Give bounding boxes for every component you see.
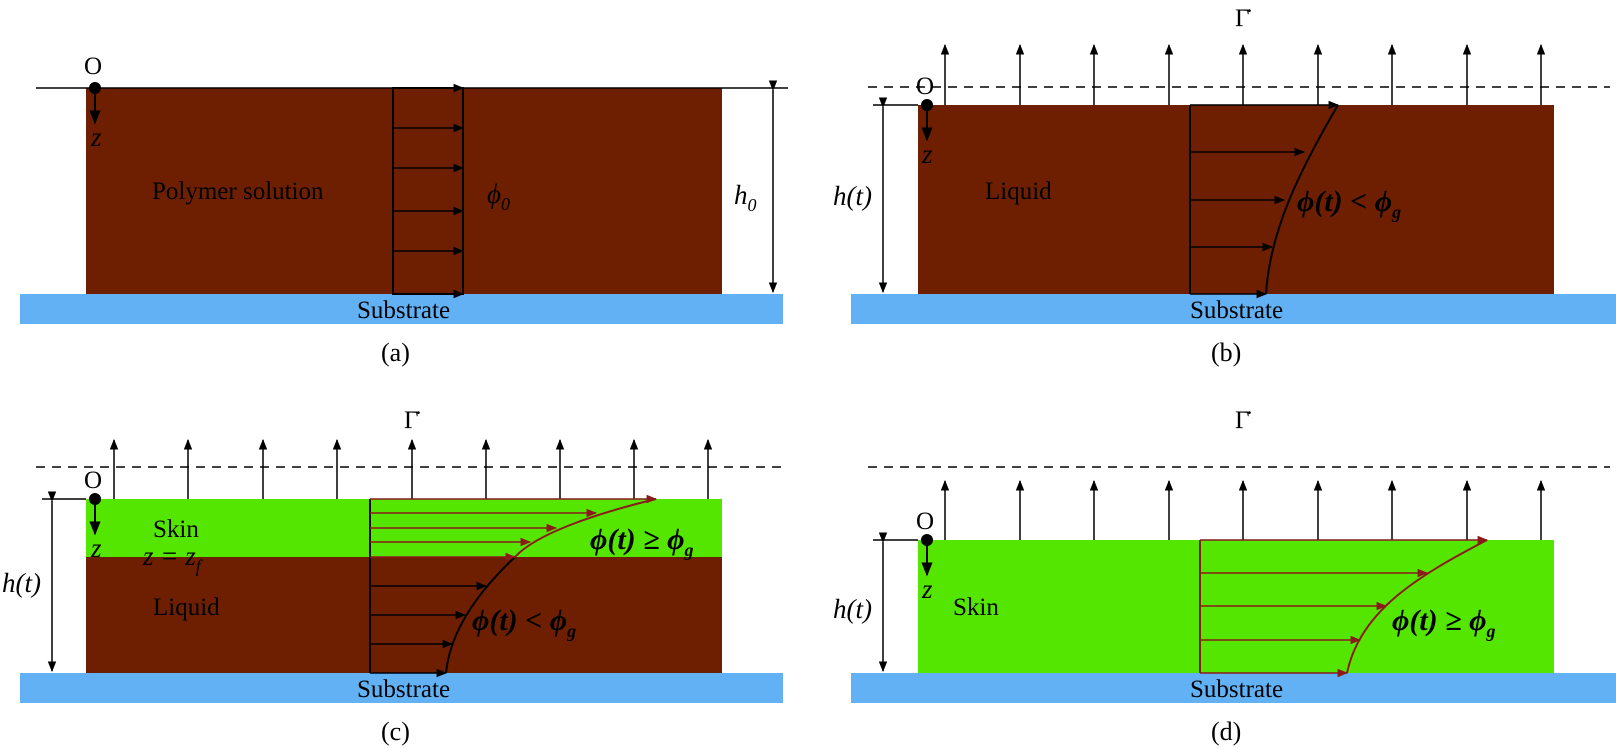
substrate-label: Substrate bbox=[357, 676, 450, 703]
concentration-profile-curve bbox=[514, 498, 657, 558]
origin-label: O bbox=[84, 467, 102, 494]
height-label: h(t) bbox=[2, 568, 41, 598]
substrate-bar bbox=[851, 294, 1616, 324]
substrate-bar bbox=[851, 673, 1616, 703]
substrate-bar bbox=[20, 673, 783, 703]
concentration-profile-curve bbox=[1265, 104, 1339, 295]
concentration-profile-curve bbox=[445, 556, 516, 674]
z-axis-label: z bbox=[90, 533, 102, 563]
panel-b: Γ̇ O z Liquid ϕ(t) < ϕg h(t) Substrate (… bbox=[833, 5, 1616, 367]
height-label: h0 bbox=[734, 180, 757, 215]
origin-dot-icon bbox=[921, 99, 933, 111]
phi-label: ϕ(t) < ϕg bbox=[1297, 185, 1401, 222]
phi-label: ϕ0 bbox=[487, 179, 510, 214]
evaporation-flux bbox=[940, 43, 1546, 105]
height-label: h(t) bbox=[833, 594, 872, 624]
concentration-profile-curve bbox=[1346, 539, 1488, 674]
panel-caption: (c) bbox=[381, 717, 410, 746]
panel-caption: (a) bbox=[381, 338, 410, 367]
flux-label: Γ̇ bbox=[1235, 5, 1251, 32]
skin-label: Skin bbox=[153, 516, 199, 543]
substrate-label: Substrate bbox=[1190, 297, 1283, 324]
evaporation-flux bbox=[940, 479, 1546, 540]
flux-label: Γ̇ bbox=[404, 407, 420, 434]
phi-label-skin: ϕ(t) ≥ ϕg bbox=[590, 523, 694, 560]
layer-label: Polymer solution bbox=[152, 178, 324, 205]
panel-caption: (d) bbox=[1211, 717, 1241, 746]
polymer-solution-layer bbox=[86, 88, 722, 294]
origin-label: O bbox=[84, 53, 102, 80]
z-axis-label: z bbox=[90, 122, 102, 152]
height-label: h(t) bbox=[833, 181, 872, 211]
origin-dot-icon bbox=[89, 493, 101, 505]
origin-dot-icon bbox=[89, 82, 101, 94]
origin-dot-icon bbox=[921, 534, 933, 546]
origin-label: O bbox=[916, 508, 934, 535]
origin-label: O bbox=[916, 73, 934, 100]
layer-label: Liquid bbox=[985, 178, 1052, 205]
liquid-label: Liquid bbox=[153, 594, 220, 621]
phi-label-liquid: ϕ(t) < ϕg bbox=[472, 604, 576, 641]
panel-d: Γ̇ O z Skin ϕ(t) ≥ ϕg h(t) Substrate (d) bbox=[833, 407, 1616, 746]
panel-caption: (b) bbox=[1211, 338, 1241, 367]
layer-label: Skin bbox=[953, 594, 999, 621]
substrate-bar bbox=[20, 294, 783, 324]
z-axis-label: z bbox=[921, 574, 933, 604]
phi-label: ϕ(t) ≥ ϕg bbox=[1392, 604, 1496, 641]
interface-label: z = zf bbox=[142, 541, 204, 576]
substrate-label: Substrate bbox=[1190, 676, 1283, 703]
flux-label: Γ̇ bbox=[1235, 407, 1251, 434]
panel-a: O z Polymer solution ϕ0 h0 Substrate (a) bbox=[20, 53, 788, 367]
panel-c: Γ̇ O z Skin z = zf Liquid ϕ(t) ≥ ϕg ϕ(t)… bbox=[2, 407, 786, 746]
substrate-label: Substrate bbox=[357, 297, 450, 324]
z-axis-label: z bbox=[921, 139, 933, 169]
evaporation-flux bbox=[109, 438, 713, 499]
